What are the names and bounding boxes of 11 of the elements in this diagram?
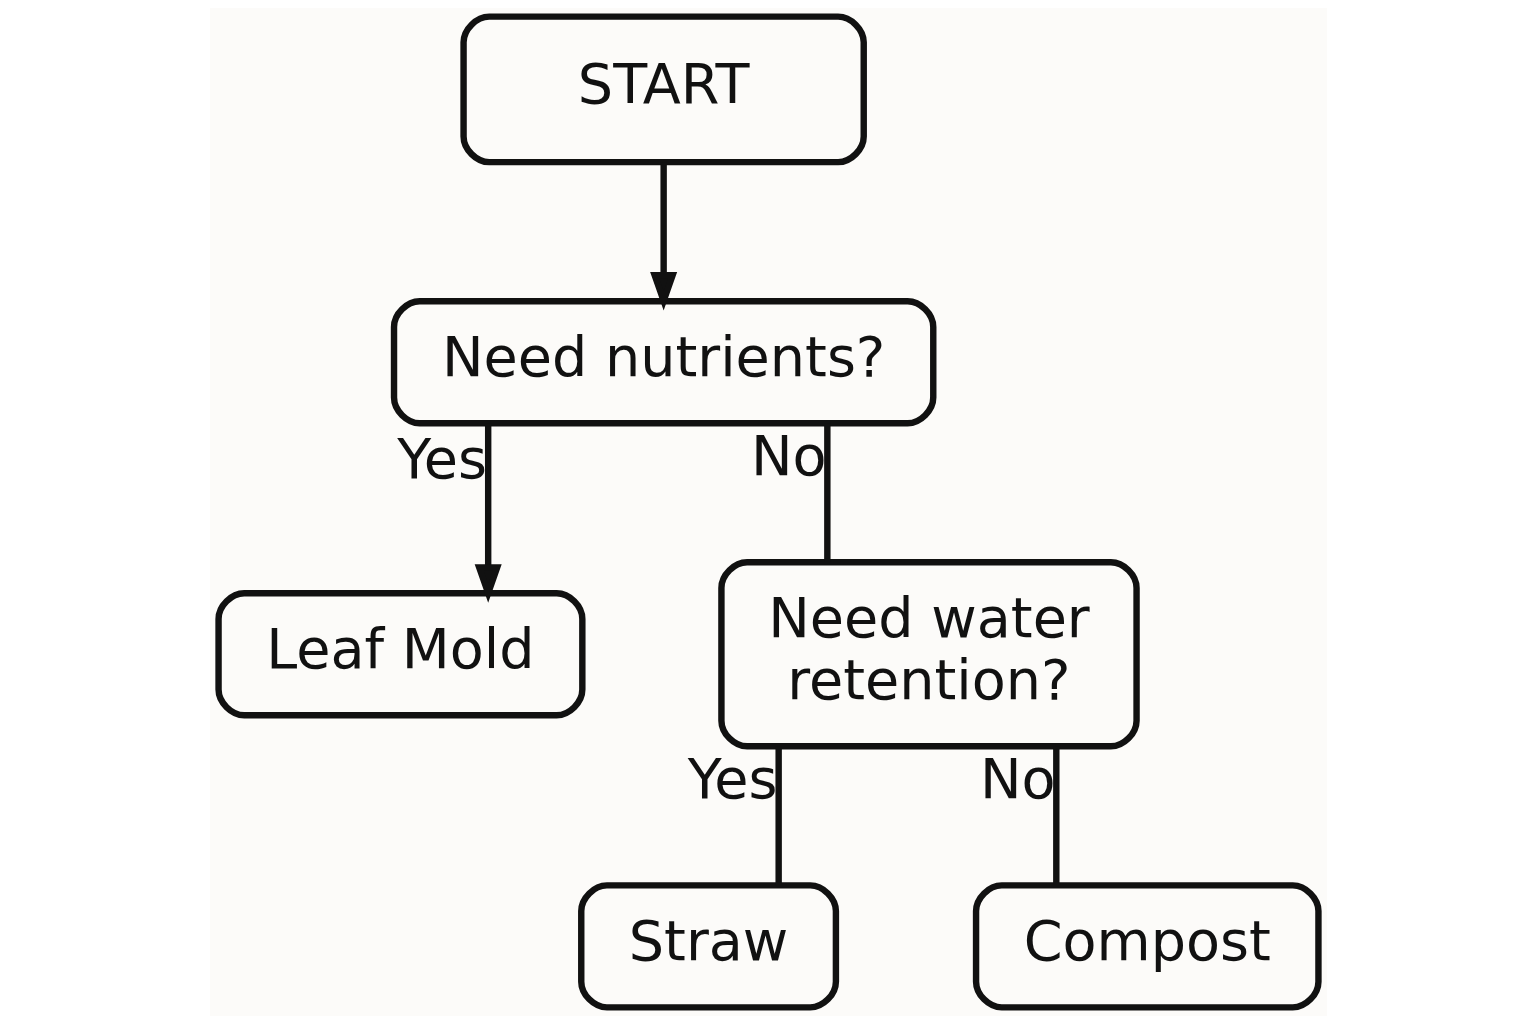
arrow xyxy=(474,423,502,603)
node-box: START xyxy=(459,13,867,166)
edge-label: Yes xyxy=(396,425,487,491)
node-box: Straw xyxy=(577,882,839,1011)
connector xyxy=(1052,746,1059,885)
connector xyxy=(774,746,782,885)
node-box: Leaf Mold xyxy=(214,590,586,719)
arrow xyxy=(649,162,677,311)
node-box: Compost xyxy=(972,882,1322,1011)
node-box: Need nutrients? xyxy=(390,298,936,427)
node-box: Need water retention? xyxy=(717,559,1140,750)
